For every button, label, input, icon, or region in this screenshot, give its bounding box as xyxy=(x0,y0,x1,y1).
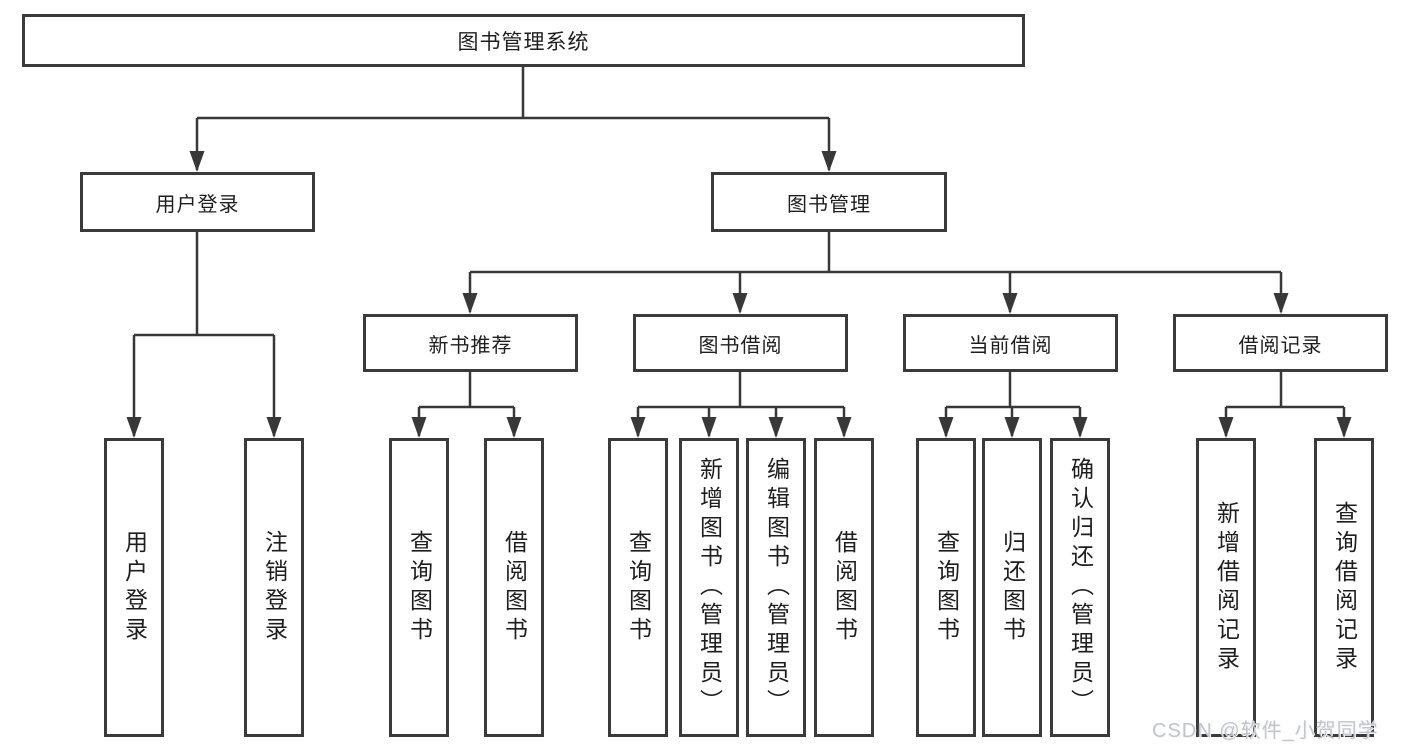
node-borrowing-records: 借阅记录 xyxy=(1173,314,1388,372)
node-leaf-borrow-books-recommend: 借阅图书 xyxy=(484,438,544,737)
node-leaf-query-books-borrowing: 查询图书 xyxy=(608,438,668,737)
node-book-borrowing: 图书借阅 xyxy=(633,314,848,372)
tree-edges xyxy=(132,67,1346,436)
node-leaf-query-borrow-record: 查询借阅记录 xyxy=(1314,438,1374,737)
node-label: 归还图书 xyxy=(999,529,1026,646)
node-label: 查询借阅记录 xyxy=(1331,500,1358,675)
node-label: 借阅记录 xyxy=(1238,334,1323,357)
node-leaf-edit-books-admin: 编辑图书（管理员） xyxy=(746,438,806,737)
arrowheads xyxy=(126,151,1352,438)
node-current-borrowing: 当前借阅 xyxy=(903,314,1118,372)
node-label: 图书管理 xyxy=(787,193,871,216)
node-leaf-return-books: 归还图书 xyxy=(982,438,1042,737)
node-label: 图书借阅 xyxy=(698,334,783,357)
node-label: 确认归还（管理员） xyxy=(1067,457,1094,718)
node-label: 当前借阅 xyxy=(968,334,1053,357)
node-label: 查询图书 xyxy=(625,529,652,646)
node-label: 新增借阅记录 xyxy=(1213,500,1240,675)
node-leaf-logout: 注销登录 xyxy=(244,438,304,737)
node-user-login: 用户登录 xyxy=(80,172,315,232)
node-label: 用户登录 xyxy=(121,529,148,646)
node-leaf-add-borrow-record: 新增借阅记录 xyxy=(1196,438,1256,737)
node-label: 新增图书（管理员） xyxy=(696,457,723,718)
node-label: 查询图书 xyxy=(933,529,960,646)
node-leaf-user-login: 用户登录 xyxy=(104,438,164,737)
node-leaf-query-books-current: 查询图书 xyxy=(916,438,976,737)
node-leaf-add-books-admin: 新增图书（管理员） xyxy=(679,438,739,737)
node-label: 图书管理系统 xyxy=(457,30,590,54)
node-label: 借阅图书 xyxy=(831,529,858,646)
node-leaf-confirm-return-admin: 确认归还（管理员） xyxy=(1050,438,1110,737)
csdn-watermark: CSDN @软件_小贺同学 xyxy=(1152,720,1379,742)
node-label: 新书推荐 xyxy=(428,334,513,357)
node-label: 编辑图书（管理员） xyxy=(763,457,790,718)
node-label: 用户登录 xyxy=(155,193,240,216)
node-label: 借阅图书 xyxy=(501,529,528,646)
node-leaf-borrow-books-borrowing: 借阅图书 xyxy=(814,438,874,737)
node-leaf-query-books-recommend: 查询图书 xyxy=(389,438,449,737)
node-label: 注销登录 xyxy=(261,529,288,646)
node-new-book-recommend: 新书推荐 xyxy=(363,314,578,372)
node-library-system: 图书管理系统 xyxy=(22,14,1025,67)
node-book-management: 图书管理 xyxy=(711,172,947,232)
node-label: 查询图书 xyxy=(406,529,433,646)
